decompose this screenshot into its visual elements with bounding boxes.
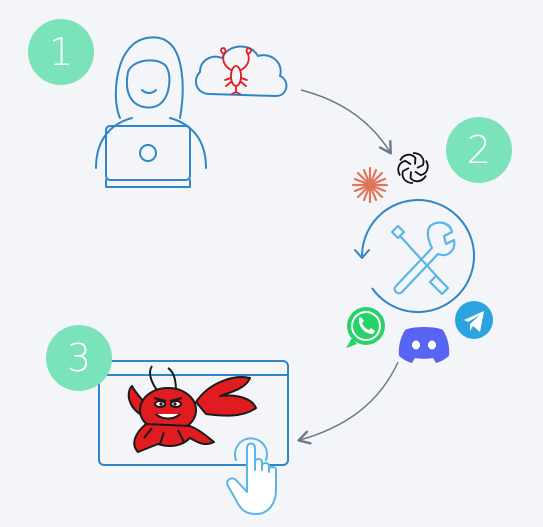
cloud-lobster-icon xyxy=(194,45,288,97)
telegram-icon xyxy=(455,301,493,339)
app-window-frame xyxy=(98,360,289,466)
step-badge-2: 2 xyxy=(446,117,512,183)
wrench-screwdriver-icon xyxy=(354,199,475,314)
person-laptop-icon xyxy=(95,36,207,188)
flow-arrow-2-to-3 xyxy=(297,361,399,445)
claude-sparkle-icon xyxy=(351,166,389,204)
flow-arrow-1-to-2 xyxy=(300,89,392,155)
step-number: 3 xyxy=(66,336,92,380)
step-number: 1 xyxy=(48,30,74,74)
discord-icon xyxy=(398,327,450,363)
openai-icon xyxy=(397,152,429,184)
step-number: 2 xyxy=(466,128,492,172)
step-badge-1: 1 xyxy=(28,19,94,85)
step-badge-3: 3 xyxy=(46,325,112,391)
whatsapp-icon xyxy=(346,307,385,348)
hand-pointer-icon xyxy=(226,437,277,515)
lobster-mascot-icon xyxy=(127,365,257,453)
